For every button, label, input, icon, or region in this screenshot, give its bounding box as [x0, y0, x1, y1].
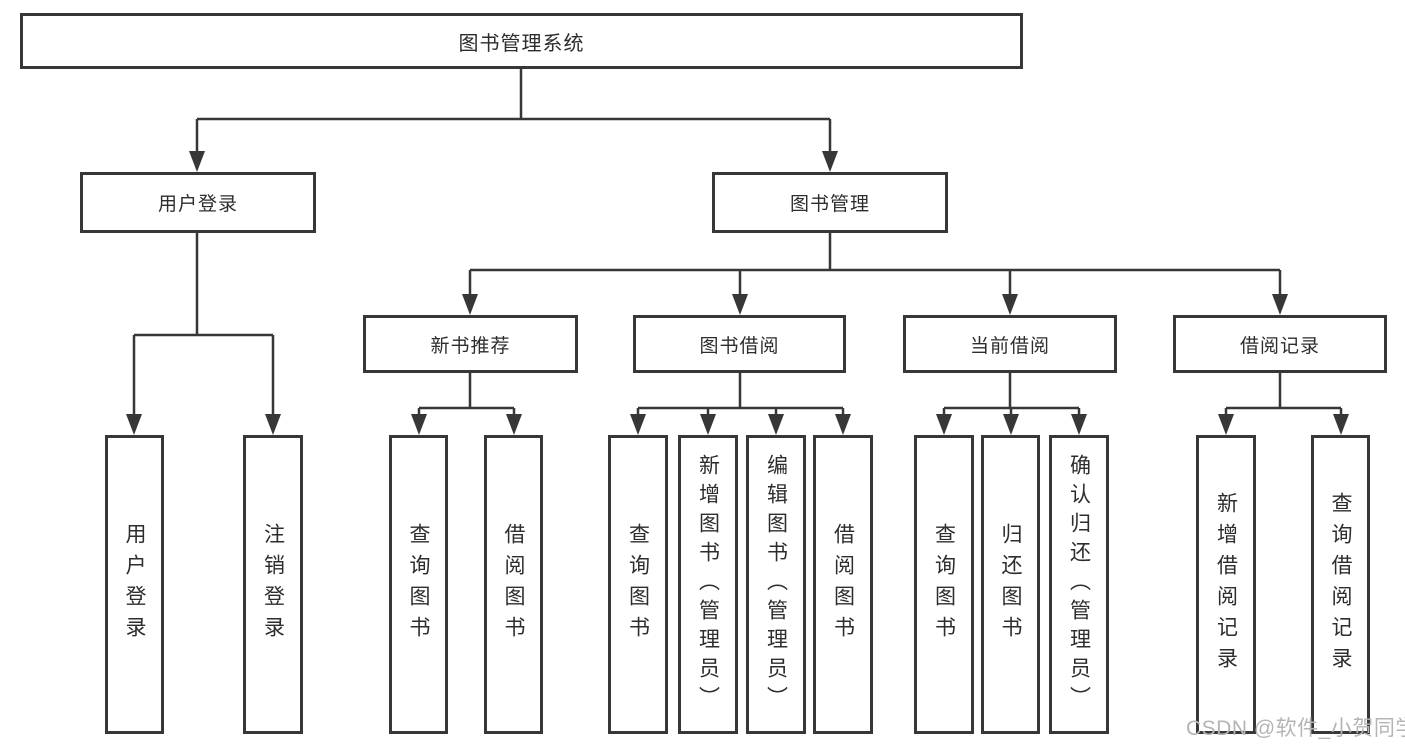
leaf-borrow-book: 借阅图书 [813, 435, 873, 734]
node-new-book-recommend: 新书推荐 [363, 315, 578, 373]
csdn-watermark: CSDN @软件_小贺同学 [1186, 717, 1405, 740]
leaf-borrow-book: 借阅图书 [484, 435, 543, 734]
leaf-label: 查询图书 [932, 522, 956, 647]
node-user-login: 用户登录 [80, 172, 316, 233]
arrowheads [126, 151, 1349, 435]
node-library-management-system: 图书管理系统 [20, 13, 1023, 69]
node-label: 借阅记录 [1239, 335, 1320, 357]
node-current-borrow: 当前借阅 [903, 315, 1117, 373]
leaf-label: 借阅图书 [502, 522, 525, 647]
node-borrow-record: 借阅记录 [1173, 315, 1387, 373]
node-label: 新书推荐 [430, 335, 511, 357]
leaf-edit-book-admin: 编辑图书（管理员） [746, 435, 806, 734]
node-label: 图书借阅 [699, 335, 780, 357]
leaf-label: 新增图书（管理员） [696, 454, 720, 715]
leaf-label: 查询借阅记录 [1329, 491, 1352, 678]
node-label: 用户登录 [157, 194, 238, 215]
leaf-query-book: 查询图书 [914, 435, 974, 734]
leaf-label: 编辑图书（管理员） [764, 454, 788, 715]
leaf-label: 查询图书 [626, 522, 650, 647]
leaf-label: 归还图书 [999, 522, 1022, 647]
leaf-return-book: 归还图书 [981, 435, 1040, 734]
node-label: 当前借阅 [969, 335, 1050, 357]
leaf-add-borrow-record: 新增借阅记录 [1196, 435, 1256, 734]
leaf-logout: 注销登录 [243, 435, 303, 734]
leaf-query-book: 查询图书 [389, 435, 448, 734]
node-book-borrow: 图书借阅 [633, 315, 846, 373]
node-book-management: 图书管理 [712, 172, 948, 233]
leaf-label: 新增借阅记录 [1214, 491, 1238, 678]
node-label: 图书管理系统 [458, 32, 585, 55]
leaf-label: 确认归还（管理员） [1067, 454, 1091, 715]
leaf-label: 查询图书 [407, 522, 430, 647]
leaf-label: 借阅图书 [831, 522, 855, 647]
leaf-add-book-admin: 新增图书（管理员） [678, 435, 738, 734]
leaf-query-borrow-record: 查询借阅记录 [1311, 435, 1370, 734]
node-label: 图书管理 [789, 194, 870, 215]
leaf-user-login: 用户登录 [105, 435, 164, 734]
leaf-label: 用户登录 [123, 522, 146, 647]
leaf-query-book: 查询图书 [608, 435, 668, 734]
leaf-confirm-return-admin: 确认归还（管理员） [1049, 435, 1109, 734]
leaf-label: 注销登录 [261, 522, 285, 647]
